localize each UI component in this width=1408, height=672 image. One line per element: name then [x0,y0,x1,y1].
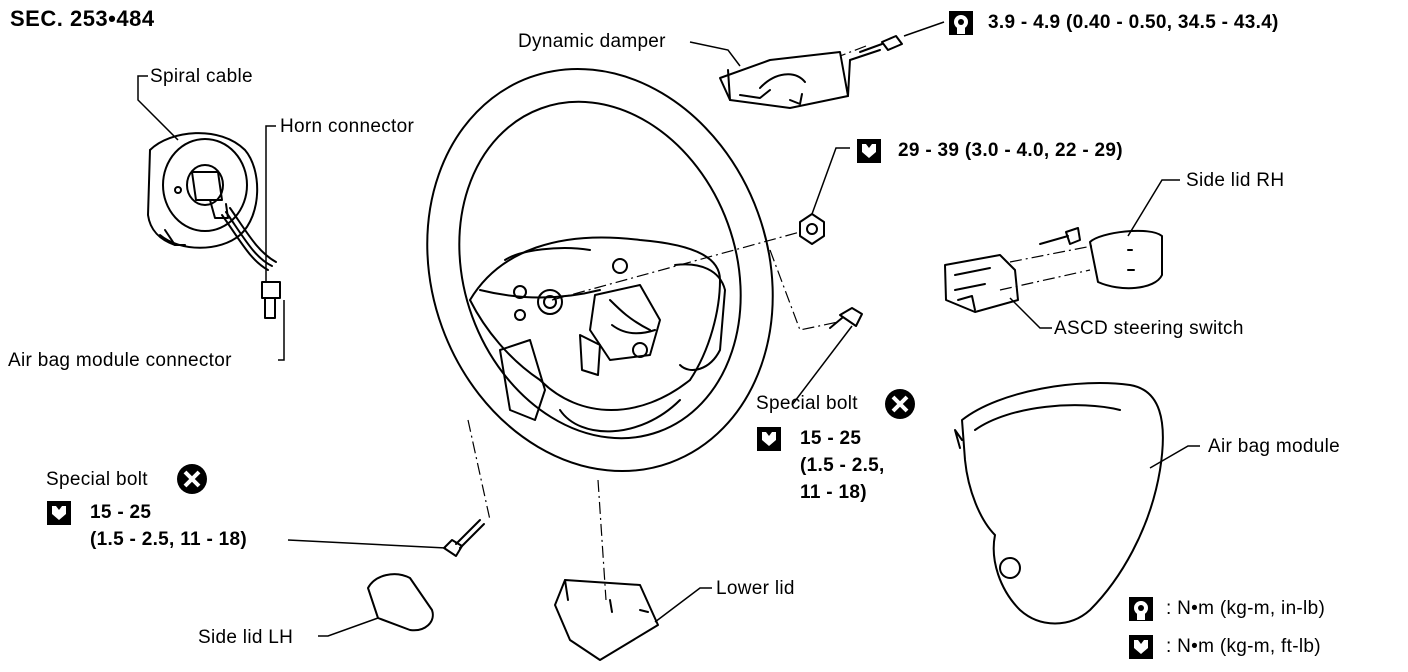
label-horn-connector: Horn connector [280,116,415,137]
label-side-lid-rh: Side lid RH [1186,170,1285,191]
wrench-socket-icon [1129,597,1153,621]
x-circle-icon [177,464,207,494]
legend-in-lb: : N•m (kg-m, in-lb) [1166,598,1326,619]
wrench-socket-icon [949,11,973,35]
torque-special-bolt-right-line3: 11 - 18) [800,482,867,503]
dynamic-damper [719,35,903,109]
side-lid-lh [367,573,434,632]
label-air-bag-module: Air bag module [1208,436,1340,457]
label-ascd-steering-switch: ASCD steering switch [1054,318,1244,339]
lower-lid [554,579,659,661]
ascd-switch [944,227,1081,313]
torque-special-bolt-left-line2: (1.5 - 2.5, 11 - 18) [90,529,248,550]
torque-wheel-nut: 29 - 39 (3.0 - 4.0, 22 - 29) [898,140,1123,161]
torque-special-bolt-right-line1: 15 - 25 [800,428,862,449]
wrench-open-icon [1129,635,1153,659]
section-number: SEC. 253•484 [10,6,155,31]
legend-ft-lb: : N•m (kg-m, ft-lb) [1166,636,1321,657]
spiral-cable [147,132,281,319]
label-dynamic-damper: Dynamic damper [518,31,666,52]
label-special-bolt-right: Special bolt [756,393,858,414]
label-side-lid-lh: Side lid LH [198,627,294,648]
torque-special-bolt-left-line1: 15 - 25 [90,502,152,523]
special-bolt-right [829,307,863,329]
torque-special-bolt-right-line2: (1.5 - 2.5, [800,455,885,476]
torque-damper-bolt: 3.9 - 4.9 (0.40 - 0.50, 34.5 - 43.4) [988,12,1279,33]
wheel-nut [799,213,825,245]
wrench-open-icon [47,501,71,525]
wrench-open-icon [757,427,781,451]
label-special-bolt-left: Special bolt [46,469,148,490]
label-lower-lid: Lower lid [716,578,795,599]
side-lid-rh [1089,229,1163,290]
x-circle-icon [885,389,915,419]
wrench-open-icon [857,139,881,163]
special-bolt-left [443,519,485,557]
steering-wheel [426,67,774,473]
label-air-bag-module-connector: Air bag module connector [8,350,232,371]
air-bag-module [954,382,1164,625]
label-spiral-cable: Spiral cable [150,66,253,87]
